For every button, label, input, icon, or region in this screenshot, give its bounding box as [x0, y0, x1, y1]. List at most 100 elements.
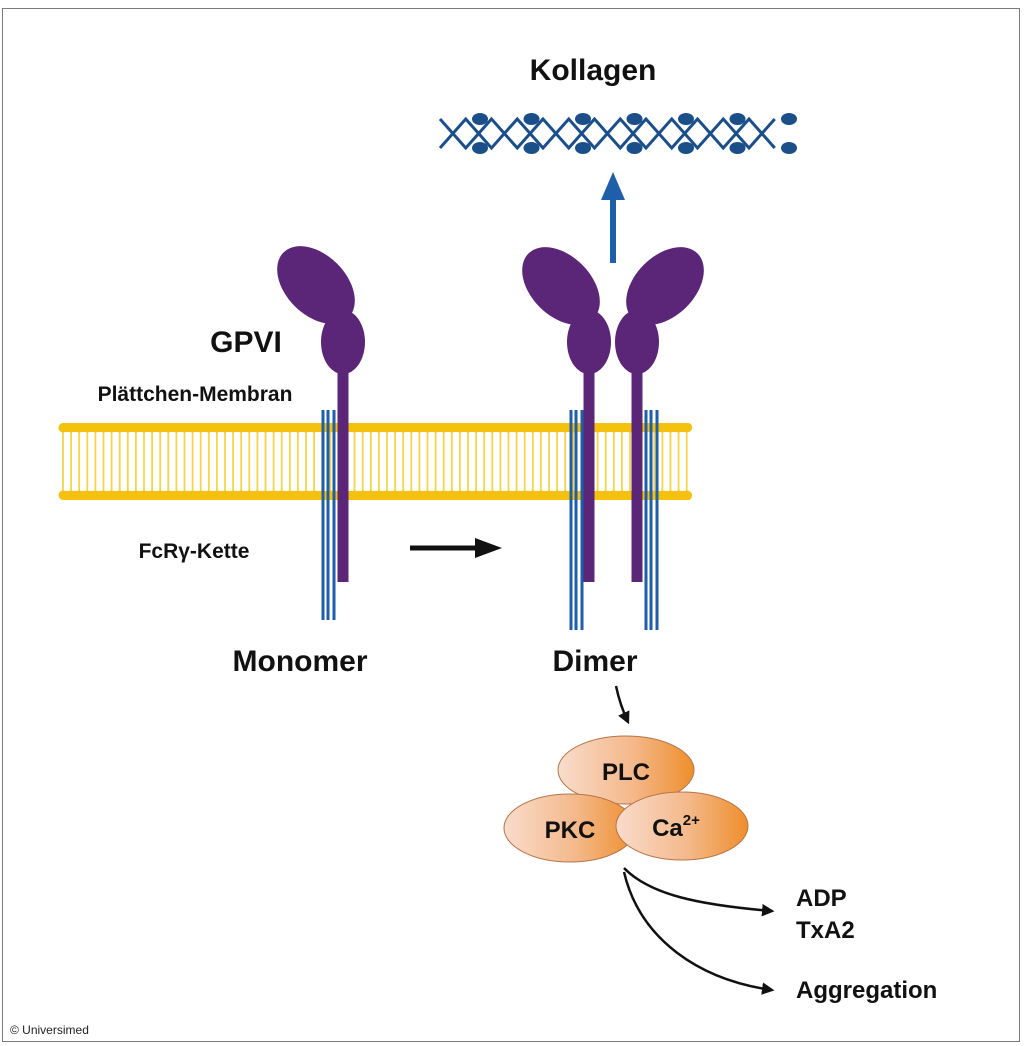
lipid-head	[180, 423, 189, 433]
lipid-head	[244, 490, 254, 500]
receptor-stalk	[583, 360, 595, 582]
lipid-head	[74, 490, 84, 500]
receptor-outer-domain	[522, 247, 600, 325]
lipid-head	[139, 490, 149, 500]
receptor-stalk	[631, 360, 643, 582]
lipid-head	[123, 423, 133, 433]
platelet-membrane	[58, 423, 692, 500]
lipid-head	[261, 423, 270, 433]
lipid-head	[487, 423, 497, 433]
lipid-head	[204, 490, 214, 500]
lipid-head	[406, 490, 416, 500]
lipid-head	[463, 490, 473, 500]
lipid-head	[423, 423, 432, 433]
lipid-head	[269, 490, 279, 500]
collagen-bead	[729, 142, 746, 154]
gpvi-label: GPVI	[210, 326, 282, 359]
lipid-head	[66, 490, 76, 500]
lipid-head	[406, 423, 416, 433]
lipid-head	[163, 423, 173, 433]
dimer-to-plc-arrow	[614, 685, 630, 725]
lipid-head	[171, 423, 181, 433]
lipid-head	[528, 490, 538, 500]
lipid-head	[107, 423, 117, 433]
membrane-label: Plättchen-Membran	[98, 383, 293, 406]
lipid-head	[414, 490, 424, 500]
collagen-bead	[575, 113, 591, 125]
lipid-head	[504, 490, 513, 500]
plc-enzyme: PLC	[557, 735, 695, 805]
figure-frame	[2, 8, 1020, 1042]
gpvi-dimer-right	[615, 247, 704, 582]
monomer-label: Monomer	[233, 645, 368, 678]
collagen-title: Kollagen	[530, 54, 657, 87]
lipid-head	[398, 490, 408, 500]
lipid-head	[309, 423, 319, 433]
lipid-head	[358, 490, 368, 500]
lipid-head	[455, 423, 465, 433]
lipid-head	[58, 423, 68, 433]
lipid-head	[107, 490, 117, 500]
lipid-head	[528, 423, 538, 433]
lipid-head	[90, 423, 100, 433]
lipid-head	[512, 423, 522, 433]
lipid-head	[155, 423, 165, 433]
lipid-head	[666, 423, 675, 433]
fcr-gamma-chains	[321, 410, 659, 630]
lipid-head	[617, 490, 627, 500]
lipid-head	[82, 490, 92, 500]
lipid-head	[674, 490, 684, 500]
collagen-bead	[472, 142, 488, 154]
collagen-bead	[678, 142, 694, 154]
to-aggregation-arrow	[622, 871, 775, 995]
to-adp-arrow	[623, 867, 775, 917]
lipid-head	[471, 490, 481, 500]
lipid-head	[423, 490, 432, 500]
lipid-head	[398, 423, 408, 433]
lipid-head	[220, 490, 230, 500]
collagen-bead	[678, 113, 694, 125]
lipid-head	[560, 490, 570, 500]
lipid-head	[147, 490, 157, 500]
calcium-label: Ca	[652, 815, 683, 842]
lipid-head	[139, 423, 149, 433]
collagen-bead	[729, 113, 746, 125]
lipid-head	[82, 423, 92, 433]
lipid-head	[212, 490, 222, 500]
collagen-bead	[523, 142, 540, 154]
lipid-head	[147, 423, 157, 433]
lipid-head	[390, 423, 400, 433]
lipid-head	[204, 423, 214, 433]
lipid-head	[358, 423, 368, 433]
lipid-head	[609, 423, 619, 433]
lipid-head	[455, 490, 465, 500]
lipid-head	[609, 490, 619, 500]
gpvi-dimer-left	[522, 247, 611, 582]
lipid-head	[495, 423, 505, 433]
lipid-head	[301, 490, 311, 500]
gpvi-monomer	[277, 246, 365, 582]
lipid-head	[552, 423, 562, 433]
lipid-head	[439, 490, 449, 500]
lipid-head	[536, 423, 546, 433]
binding-arrow	[601, 172, 625, 263]
collagen-fiber	[438, 113, 797, 154]
lipid-head	[439, 423, 449, 433]
lipid-head	[171, 490, 181, 500]
collagen-bead	[781, 113, 797, 125]
lipid-head	[495, 490, 505, 500]
lipid-head	[593, 490, 603, 500]
receptor-inner-domain	[567, 310, 611, 374]
lipid-head	[520, 490, 530, 500]
lipid-head	[479, 490, 489, 500]
lipid-head	[560, 423, 570, 433]
lipid-head	[261, 490, 270, 500]
lipid-head	[277, 490, 287, 500]
lipid-head	[301, 423, 311, 433]
lipid-head	[682, 423, 692, 433]
lipid-head	[277, 423, 287, 433]
collagen-bead	[472, 113, 488, 125]
lipid-head	[131, 490, 141, 500]
lipid-head	[374, 423, 384, 433]
